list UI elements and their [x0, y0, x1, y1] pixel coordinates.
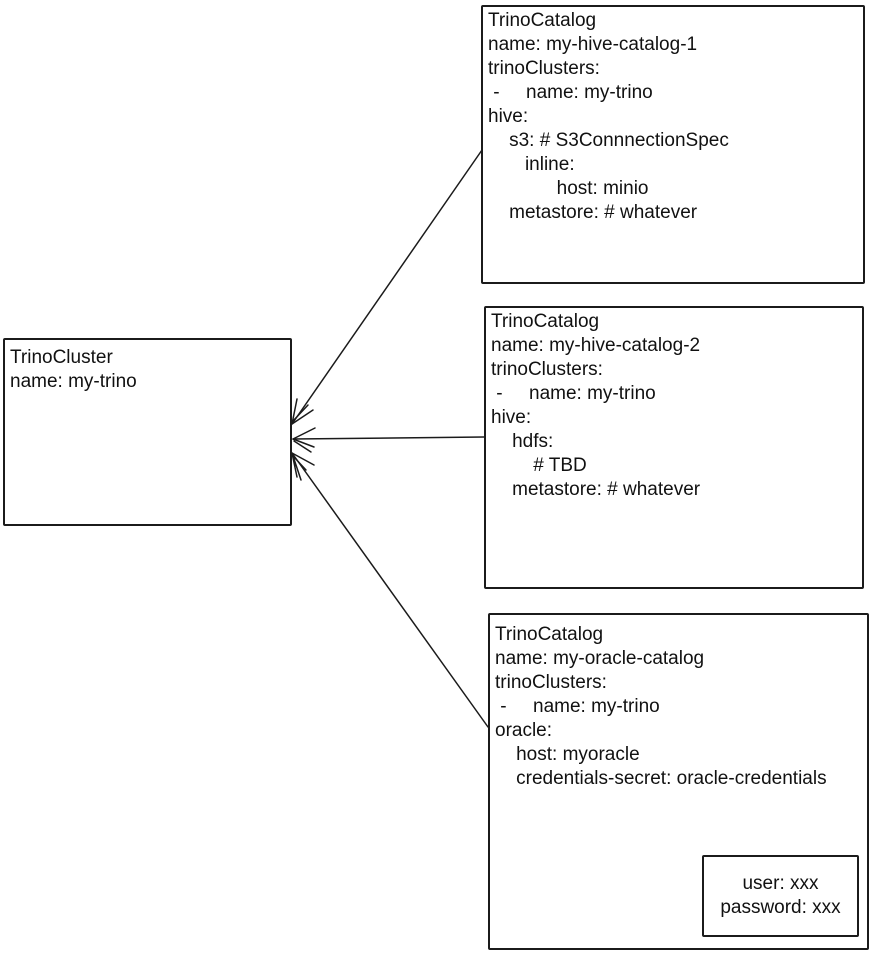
trino-catalog-hive-2-text: TrinoCatalog name: my-hive-catalog-2 tri…	[491, 311, 701, 500]
connector-line-catalog3-to-cluster	[291, 452, 489, 728]
arrowhead-catalog1-icon	[291, 398, 314, 425]
trino-catalog-box-oracle: TrinoCatalog name: my-oracle-catalog tri…	[488, 613, 869, 950]
trino-cluster-box: TrinoCluster name: my-trino	[3, 338, 292, 526]
trino-catalog-box-hive-2: TrinoCatalog name: my-hive-catalog-2 tri…	[484, 306, 864, 589]
connector-line-catalog2-to-cluster	[292, 436, 485, 440]
trino-catalog-box-hive-1: TrinoCatalog name: my-hive-catalog-1 tri…	[481, 5, 865, 284]
connector-line-catalog1-to-cluster	[291, 149, 483, 425]
arrowhead-catalog2-icon	[292, 427, 316, 453]
trino-catalog-oracle-text: TrinoCatalog name: my-oracle-catalog tri…	[495, 624, 827, 789]
trino-cluster-text: TrinoCluster name: my-trino	[10, 347, 137, 392]
oracle-credentials-secret-text: user: xxx password: xxx	[720, 873, 841, 918]
trino-catalog-hive-1-text: TrinoCatalog name: my-hive-catalog-1 tri…	[488, 10, 729, 223]
arrowhead-catalog3-icon	[291, 452, 315, 481]
oracle-credentials-secret-box: user: xxx password: xxx	[702, 855, 859, 937]
